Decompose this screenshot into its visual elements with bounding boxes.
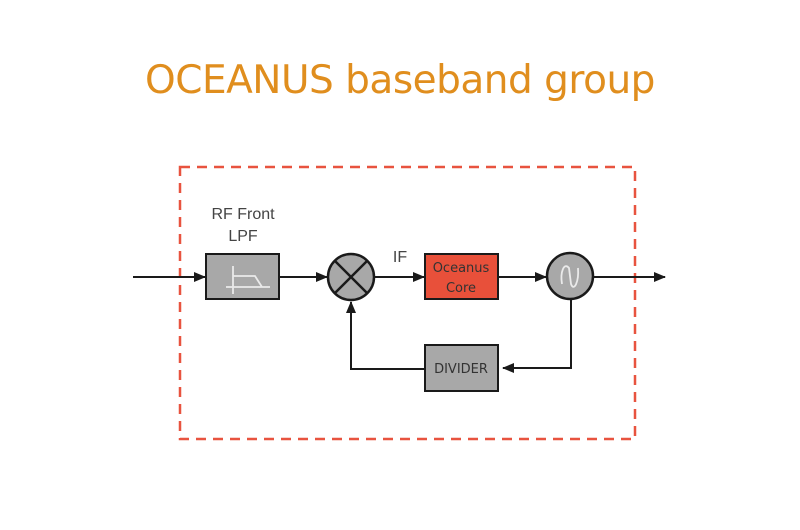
divider-block: [424, 344, 499, 392]
feedback-to-divider-arrow: [502, 299, 572, 373]
group-boundary: [178, 165, 637, 441]
low-pass-filter-icon: [226, 266, 270, 294]
oscillator-block: [545, 251, 595, 301]
sine-wave-icon: [560, 265, 580, 288]
core-label-line1: Oceanus: [433, 261, 490, 276]
lpf-label-line2: LPF: [228, 228, 258, 245]
core-label-line2: Core: [446, 281, 476, 296]
divider-label: DIVIDER: [434, 362, 488, 377]
if-label: IF: [393, 249, 407, 266]
rf-front-lpf-block: [205, 253, 280, 300]
oceanus-core-block: [424, 253, 499, 300]
diagram-title: OCEANUS baseband group: [145, 58, 655, 103]
divider-to-mixer-arrow: [346, 301, 424, 370]
mixer-icon: [326, 252, 376, 302]
lpf-label-line1: RF Front: [211, 206, 275, 223]
